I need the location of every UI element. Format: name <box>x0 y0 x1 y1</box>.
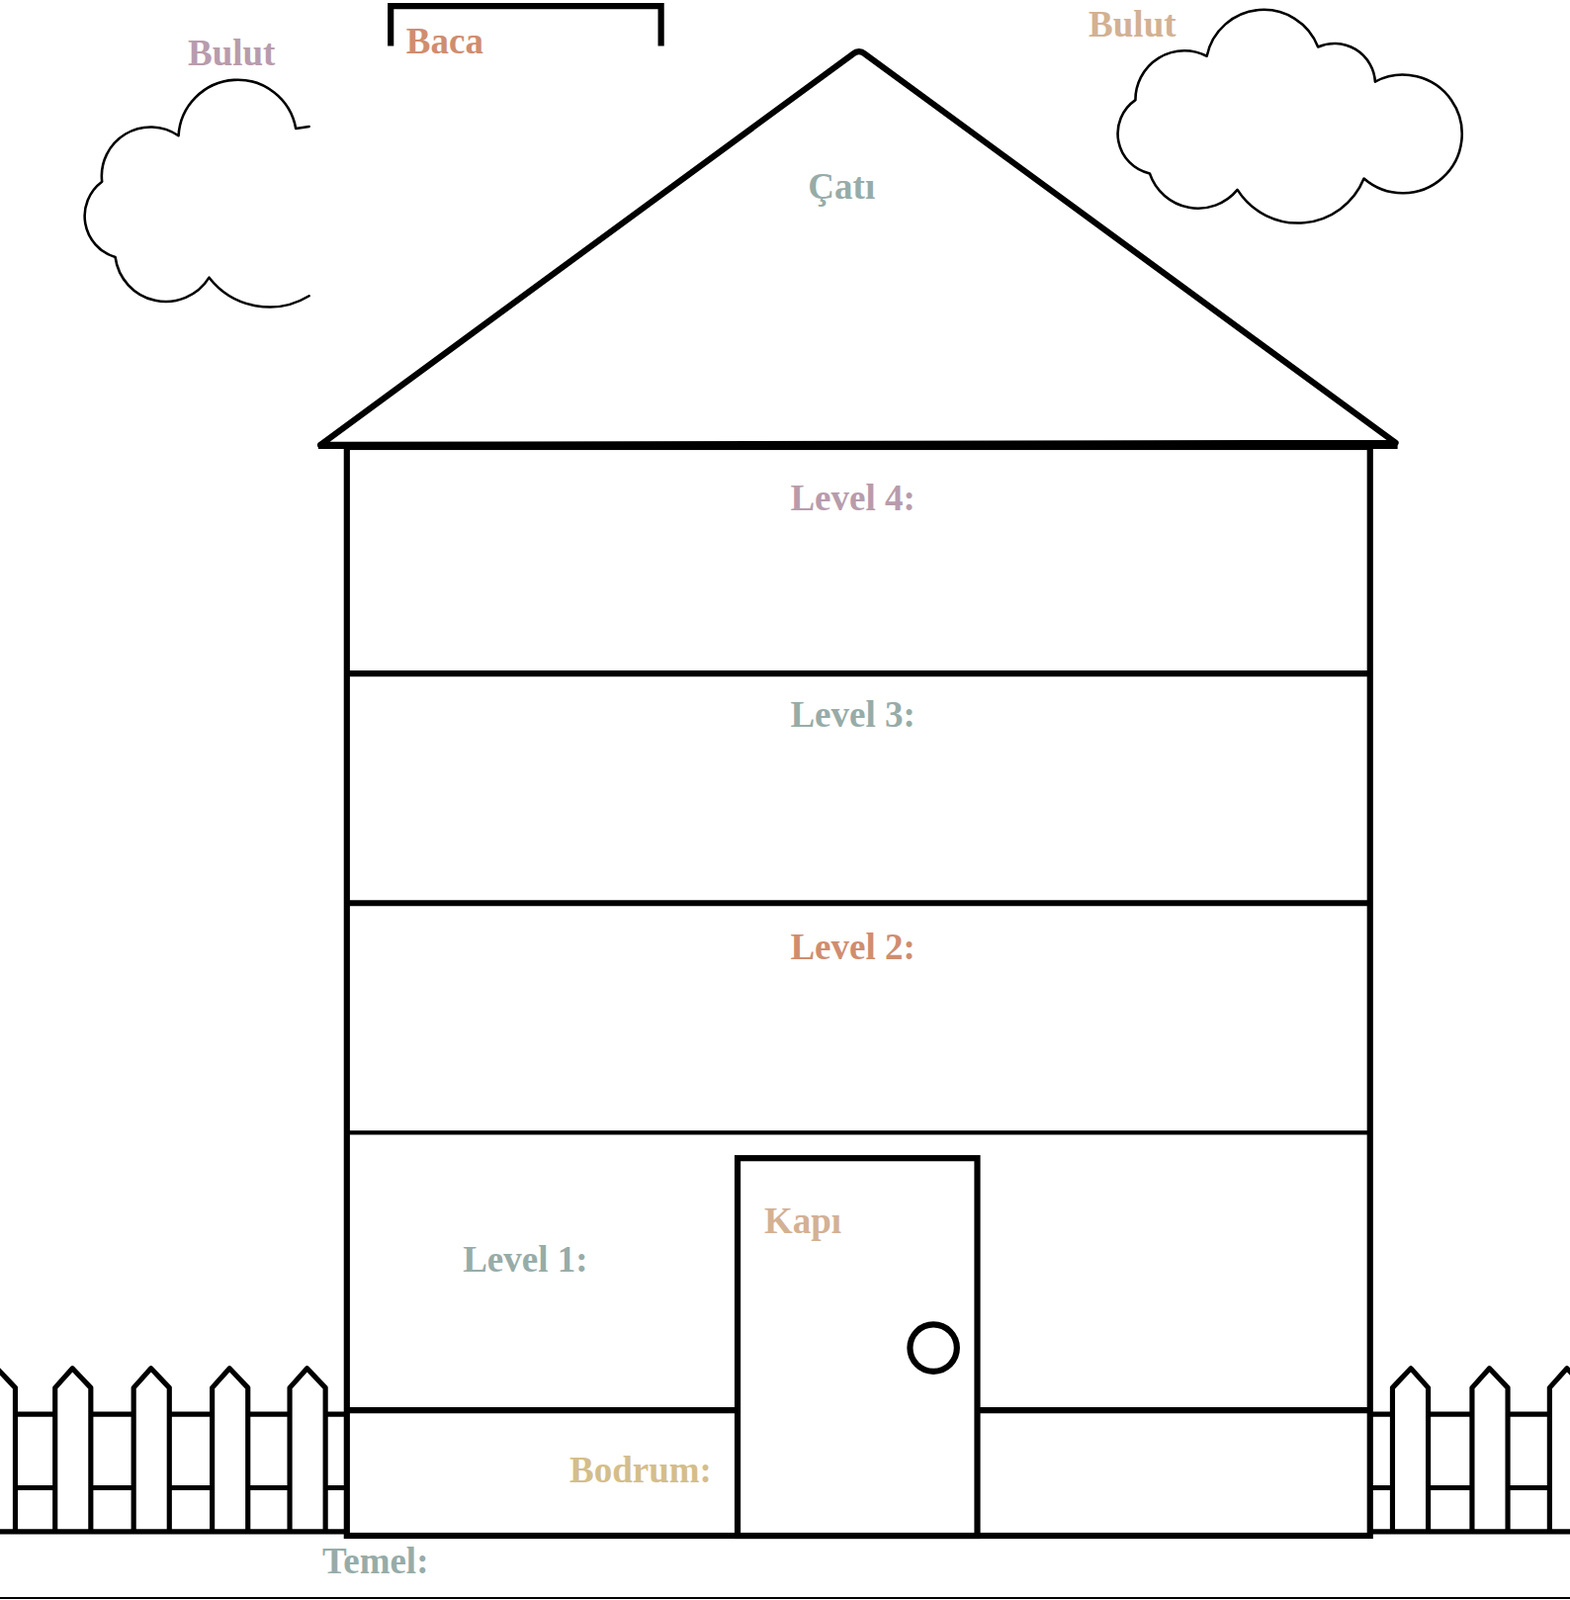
part-name: Bulut <box>187 32 275 74</box>
door-knob <box>909 1323 957 1371</box>
roof-triangle <box>320 51 1396 445</box>
floor-band: Level 4: <box>347 446 1371 674</box>
part-name: Bulut <box>1088 3 1176 45</box>
floor-band: Level 2: <box>347 902 1371 1133</box>
roof: Çatı <box>318 45 1400 447</box>
part-name: Level 3: <box>789 695 915 736</box>
part-name: Baca <box>406 21 484 63</box>
part-name: Bodrum: <box>569 1450 712 1491</box>
part-name: Level 2: <box>789 926 915 967</box>
part-name: Level 1: <box>462 1239 588 1281</box>
floor-band: Level 3: <box>347 673 1371 903</box>
door <box>737 1157 977 1536</box>
door-box: Kapı <box>737 1157 977 1536</box>
cloud: Bulut <box>40 25 317 312</box>
basement-band: Bodrum: <box>347 1409 738 1536</box>
ground-line <box>0 1596 1570 1599</box>
foundation-label: Temel: <box>322 1540 430 1581</box>
cloud-outline <box>85 80 310 308</box>
part-name: Level 4: <box>789 477 915 519</box>
chimney: Baca <box>387 0 666 74</box>
cloud: Bulut <box>1076 0 1457 225</box>
house-walls <box>318 445 1398 1536</box>
part-name: Çatı <box>807 166 875 207</box>
floor-band: Level 1: <box>347 1132 1371 1410</box>
part-name: Kapı <box>764 1201 842 1242</box>
